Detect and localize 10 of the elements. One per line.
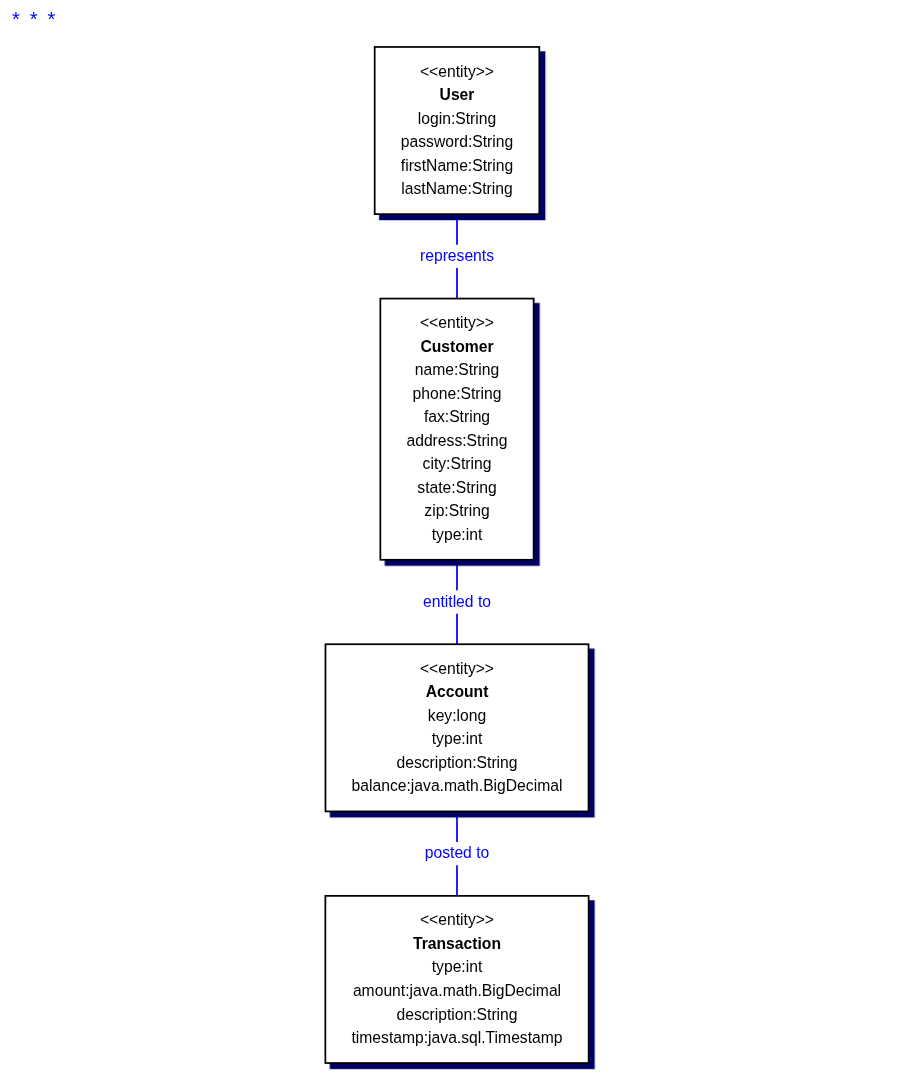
edge-label: entitled to <box>423 592 491 611</box>
edge-label: posted to <box>424 844 490 862</box>
node-box: <<entity>> User login:String password:String firstName:String lastName:String <box>373 46 541 215</box>
multiplicity-label: * <box>12 8 20 31</box>
multiplicity-label: * <box>29 8 38 31</box>
node-box: <<entity>> Customer name:String phone:String fax:String address:String city:String state:String zip:String type:int <box>379 297 535 561</box>
node-box: <<entity>> Account key:long type:int description:String balance:java.math.BigDecimal <box>324 643 590 813</box>
edge-label: represents <box>419 247 495 265</box>
multiplicity-label: * <box>47 8 56 31</box>
node-box: <<entity>> Transaction type:int amount:java.math.BigDecimal description:String timestamp:java.sql.Timestamp <box>324 895 590 1064</box>
